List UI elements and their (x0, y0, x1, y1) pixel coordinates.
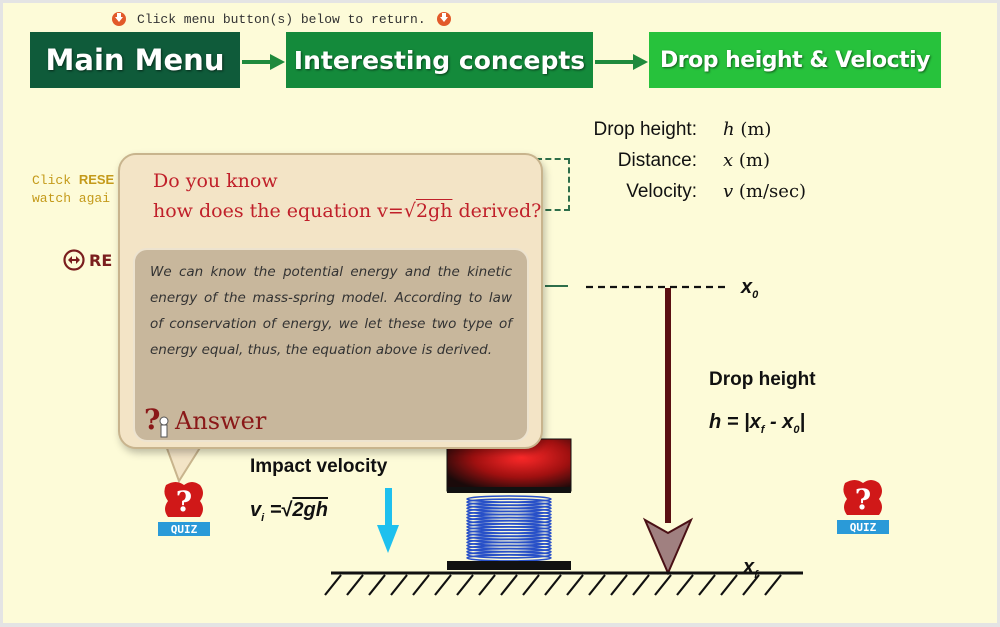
down-arrow-icon (112, 12, 126, 26)
spring-coil (466, 550, 552, 559)
spring-base (447, 561, 571, 570)
quiz-puzzle-icon: ? QUIZ (158, 482, 210, 536)
impact-arrow-shaft (385, 488, 392, 528)
hatch-mark (368, 574, 386, 596)
hatch-mark (478, 574, 496, 596)
hatch-mark (456, 574, 474, 596)
legend-row-distance: Distance: x (m) (583, 150, 806, 181)
main-menu-label: Main Menu (45, 43, 225, 77)
hatch-mark (720, 574, 738, 596)
question-person-icon: ? (144, 403, 169, 438)
interesting-concepts-button[interactable]: Interesting concepts (286, 32, 593, 88)
legend-row-drop-height: Drop height: h (m) (583, 119, 806, 150)
return-hint-text: Click menu button(s) below to return. (137, 11, 426, 27)
hatch-mark (412, 574, 430, 596)
hatch-mark (610, 574, 628, 596)
main-menu-button[interactable]: Main Menu (30, 32, 240, 88)
hatch-mark (346, 574, 364, 596)
drop-arrow-shaft (665, 288, 671, 523)
spring-coil (466, 554, 552, 562)
hatch-mark (654, 574, 672, 596)
ground-hatching (324, 574, 782, 596)
hatch-mark (544, 574, 562, 596)
svg-text:?: ? (144, 403, 160, 436)
legend-label: Distance: (617, 150, 697, 171)
legend-label: Drop height: (593, 119, 697, 140)
legend-symbol: v (m/sec) (723, 181, 807, 202)
variable-legend: Drop height: h (m) Distance: x (m) Veloc… (583, 119, 806, 212)
hatch-mark (676, 574, 694, 596)
breadcrumb-arrow-icon (595, 54, 648, 70)
answer-button[interactable]: Answer (175, 407, 267, 435)
hatch-mark (632, 574, 650, 596)
drop-height-velocity-button[interactable]: Drop height & Veloctiy (649, 32, 941, 88)
return-hint: Click menu button(s) below to return. (111, 11, 452, 27)
svg-text:QUIZ: QUIZ (171, 523, 198, 536)
reset-button[interactable]: RE (63, 249, 112, 271)
legend-symbol: h (m) (723, 119, 772, 140)
reset-button-label: RE (89, 250, 113, 270)
hatch-mark (566, 574, 584, 596)
reset-icon (63, 249, 85, 271)
svg-text:QUIZ: QUIZ (850, 521, 877, 534)
mass-plate (447, 487, 571, 493)
legend-label: Velocity: (626, 181, 697, 202)
impact-arrow-head (377, 525, 399, 553)
quiz-button-left[interactable]: ? QUIZ (156, 479, 212, 543)
answer-text: We can know the potential energy and the… (150, 264, 512, 358)
hatch-mark (434, 574, 452, 596)
hatch-mark (742, 574, 760, 596)
drop-height-velocity-label: Drop height & Veloctiy (659, 47, 931, 73)
interesting-concepts-label: Interesting concepts (293, 45, 586, 75)
legend-symbol: x (m) (723, 150, 771, 171)
hatch-mark (500, 574, 518, 596)
hatch-mark (588, 574, 606, 596)
legend-row-velocity: Velocity: v (m/sec) (583, 181, 806, 212)
impact-velocity-label: Impact velocity (250, 456, 388, 477)
xf-label: xf (743, 556, 758, 581)
quiz-button-right[interactable]: ? QUIZ (835, 477, 891, 541)
hatch-mark (764, 574, 782, 596)
hatch-mark (324, 574, 342, 596)
hatch-mark (698, 574, 716, 596)
drop-height-label: Drop height (709, 369, 816, 390)
svg-text:?: ? (855, 483, 871, 516)
quiz-puzzle-icon: ? QUIZ (837, 480, 889, 534)
breadcrumb-arrow-icon (242, 54, 285, 70)
spring (466, 495, 552, 562)
hatch-mark (390, 574, 408, 596)
svg-text:?: ? (176, 485, 192, 518)
reset-hint: Click RESE watch agai (32, 172, 115, 206)
simulation-stage: Click menu button(s) below to return. Ma… (3, 3, 997, 623)
drop-arrow-head (642, 517, 694, 576)
drop-height-formula: h = |xf - x0| (709, 411, 806, 436)
down-arrow-icon (436, 12, 451, 26)
impact-velocity-formula: vi =√2gh (250, 499, 328, 524)
answer-box (133, 248, 529, 442)
x0-label: x0 (741, 276, 759, 301)
callout-title: Do you know how does the equation v=√2gh… (153, 170, 542, 222)
hatch-mark (522, 574, 540, 596)
